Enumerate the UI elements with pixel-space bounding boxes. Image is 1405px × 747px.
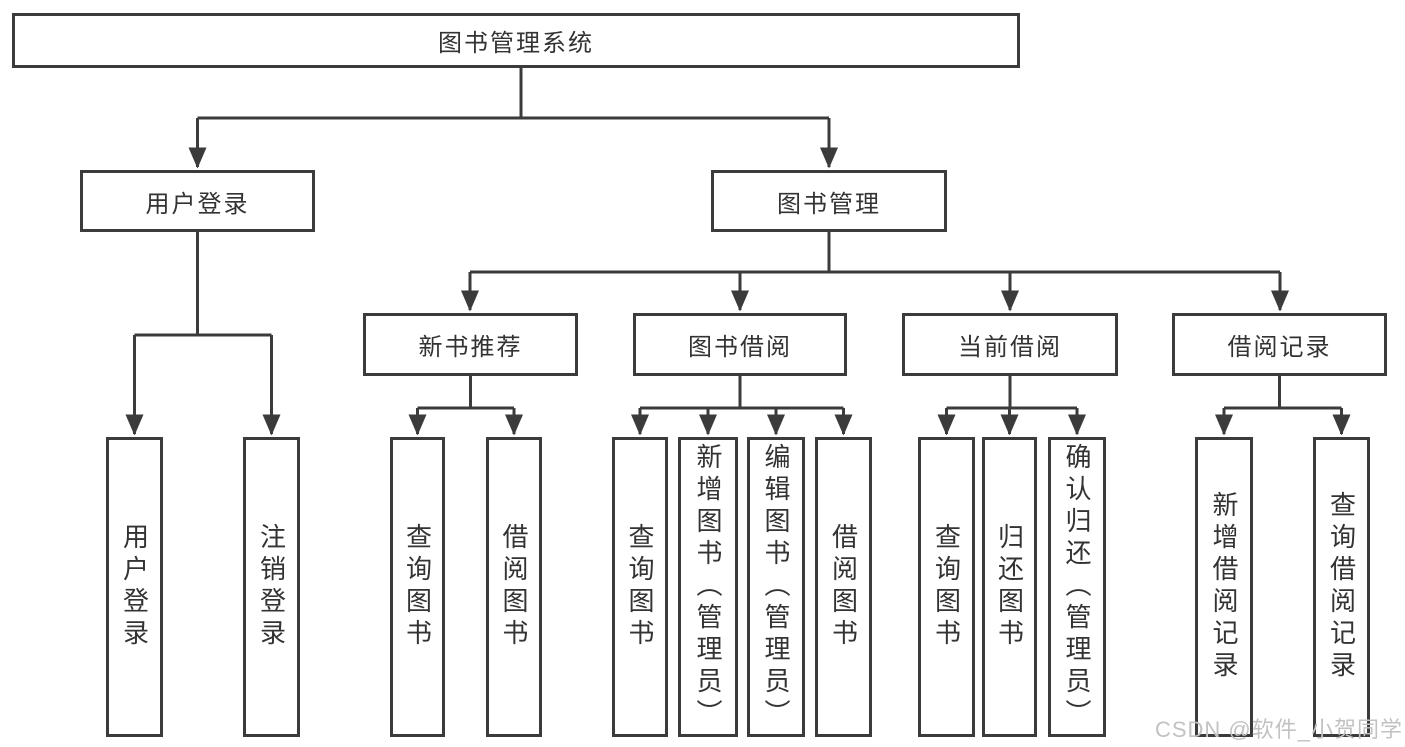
leaf-query-books-1: 查询图书 <box>390 437 445 737</box>
leaf-logout: 注销登录 <box>243 437 300 737</box>
leaf-return-books-label: 归还图书 <box>994 523 1025 651</box>
leaf-confirm-return-admin-label: 确认归还（管理员） <box>1062 443 1092 731</box>
leaf-query-books-3: 查询图书 <box>918 437 975 737</box>
connector-current-borrowing-rail <box>946 376 1077 410</box>
connector-user-login-rail <box>134 232 272 337</box>
node-borrowing-records-label: 借阅记录 <box>1227 334 1332 361</box>
leaf-add-borrow-record: 新增借阅记录 <box>1195 437 1253 737</box>
watermark: CSDN @软件_小贺同学 <box>1154 717 1403 742</box>
leaf-query-borrow-record: 查询借阅记录 <box>1313 437 1370 737</box>
node-current-borrowing-label: 当前借阅 <box>958 334 1062 361</box>
leaf-query-books-1-label: 查询图书 <box>402 523 433 651</box>
node-book-borrowing-label: 图书借阅 <box>688 334 792 361</box>
leaf-query-books-2-label: 查询图书 <box>625 523 655 651</box>
node-current-borrowing: 当前借阅 <box>902 313 1118 376</box>
leaf-edit-books-admin-label: 编辑图书（管理员） <box>761 443 791 731</box>
leaf-query-borrow-record-label: 查询借阅记录 <box>1326 491 1357 683</box>
node-new-book-recommend-label: 新书推荐 <box>418 334 523 361</box>
leaf-add-borrow-record-label: 新增借阅记录 <box>1209 491 1239 683</box>
node-book-management-label: 图书管理 <box>777 190 881 218</box>
leaf-add-books-admin: 新增图书（管理员） <box>678 437 738 737</box>
node-borrowing-records: 借阅记录 <box>1172 313 1387 376</box>
node-root-label: 图书管理系统 <box>438 30 594 57</box>
node-new-book-recommend: 新书推荐 <box>363 313 578 376</box>
connector-borrowing-records-rail <box>1224 376 1342 410</box>
node-root: 图书管理系统 <box>12 13 1020 68</box>
connector-book-management-rail <box>470 232 1280 274</box>
leaf-return-books: 归还图书 <box>982 437 1037 737</box>
leaf-user-login: 用户登录 <box>106 437 163 737</box>
node-user-login: 用户登录 <box>80 170 315 232</box>
connector-new-book-recommend-rail <box>417 376 514 410</box>
connector-book-borrowing-rail <box>640 376 844 410</box>
node-user-login-label: 用户登录 <box>145 190 250 218</box>
leaf-edit-books-admin: 编辑图书（管理员） <box>747 437 805 737</box>
node-book-borrowing: 图书借阅 <box>633 313 847 376</box>
leaf-user-login-label: 用户登录 <box>119 523 150 651</box>
leaf-logout-label: 注销登录 <box>256 523 287 651</box>
leaf-borrow-books-1-label: 借阅图书 <box>499 523 529 651</box>
leaf-confirm-return-admin: 确认归还（管理员） <box>1048 437 1106 737</box>
leaf-query-books-2: 查询图书 <box>612 437 668 737</box>
leaf-query-books-3-label: 查询图书 <box>931 523 962 651</box>
connector-root-rail <box>197 68 829 120</box>
leaf-borrow-books-2: 借阅图书 <box>815 437 872 737</box>
node-book-management: 图书管理 <box>711 170 947 232</box>
leaf-borrow-books-2-label: 借阅图书 <box>828 523 859 651</box>
leaf-borrow-books-1: 借阅图书 <box>486 437 542 737</box>
leaf-add-books-admin-label: 新增图书（管理员） <box>693 443 723 731</box>
